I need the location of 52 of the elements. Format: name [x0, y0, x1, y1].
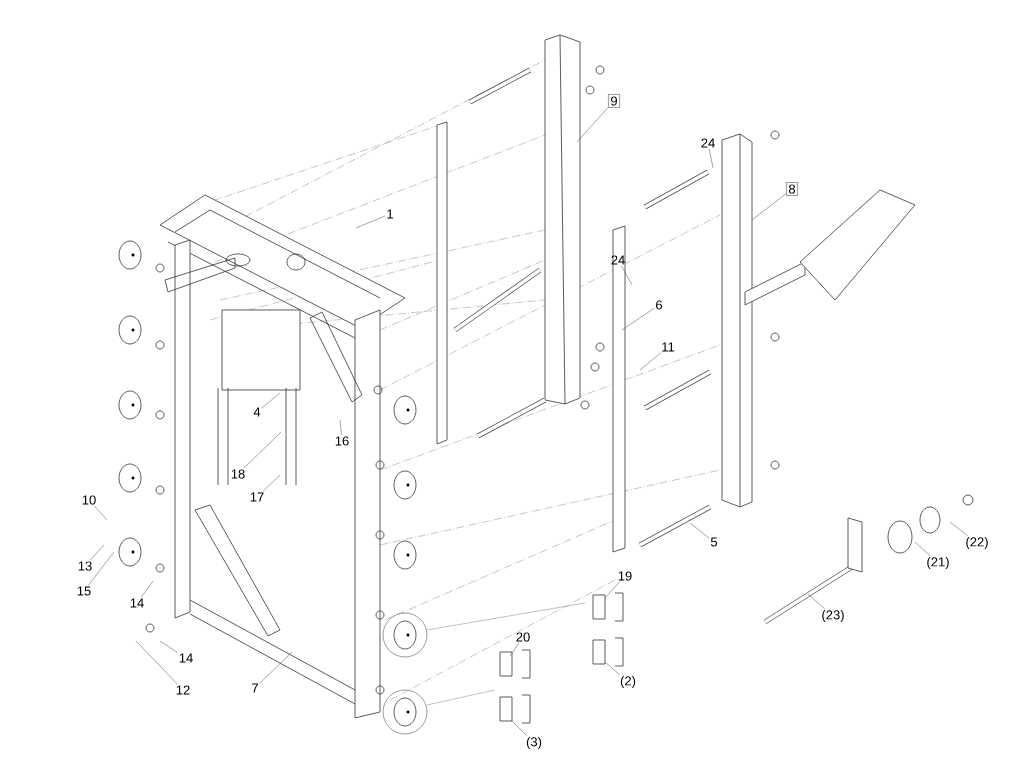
callout-number: (21)	[927, 556, 949, 570]
callout-box: 9	[608, 94, 620, 108]
leader-line	[708, 148, 714, 169]
leader-line	[159, 640, 178, 653]
leader-line	[510, 719, 527, 736]
leader-line	[135, 640, 178, 685]
leader-line	[604, 581, 620, 599]
leader-line	[639, 352, 662, 371]
leader-line	[689, 522, 710, 539]
leader-line	[243, 431, 282, 469]
leader-line	[90, 544, 105, 561]
callout-number: 19	[618, 571, 632, 581]
leader-line	[259, 651, 293, 684]
leader-line	[339, 419, 342, 436]
callout-number: 6	[656, 300, 663, 310]
leader-line	[140, 580, 154, 598]
callout-number: (2)	[620, 675, 636, 689]
callout-number: 1	[387, 209, 393, 219]
leader-line	[620, 265, 633, 286]
leader-line	[261, 392, 281, 409]
leader-line	[751, 193, 787, 221]
leader-line	[94, 505, 108, 521]
leader-line	[509, 642, 520, 657]
callout-number: 11	[662, 342, 675, 352]
callout-number: (3)	[526, 736, 542, 750]
leader-line	[88, 551, 115, 586]
callout-number: (23)	[822, 609, 844, 623]
callout-number: 17	[250, 492, 264, 502]
leader-line	[355, 215, 386, 229]
callout-box: 8	[786, 182, 798, 196]
callout-number: 7	[252, 683, 258, 693]
callout-number: 24	[701, 138, 715, 148]
callout-number: 12	[176, 685, 190, 695]
leader-line	[914, 541, 931, 556]
callout-number: 15	[77, 586, 91, 596]
callout-number: 14	[130, 598, 144, 608]
callout-number: 16	[335, 436, 349, 446]
callout-number: 14	[179, 653, 193, 663]
leader-line	[604, 661, 620, 675]
leader-line	[621, 308, 655, 331]
leader-line	[576, 107, 609, 143]
callout-number: 24	[611, 255, 625, 265]
callout-number: 5	[710, 537, 718, 547]
leader-line	[949, 521, 968, 536]
leader-line	[262, 474, 281, 492]
callout-number: 10	[82, 495, 96, 505]
leader-line	[807, 593, 825, 609]
callout-number: 20	[516, 632, 530, 642]
callout-number: 4	[253, 407, 261, 417]
callout-number: 18	[231, 469, 245, 479]
callout-number: 13	[78, 561, 92, 571]
callout-number: (22)	[966, 536, 988, 550]
